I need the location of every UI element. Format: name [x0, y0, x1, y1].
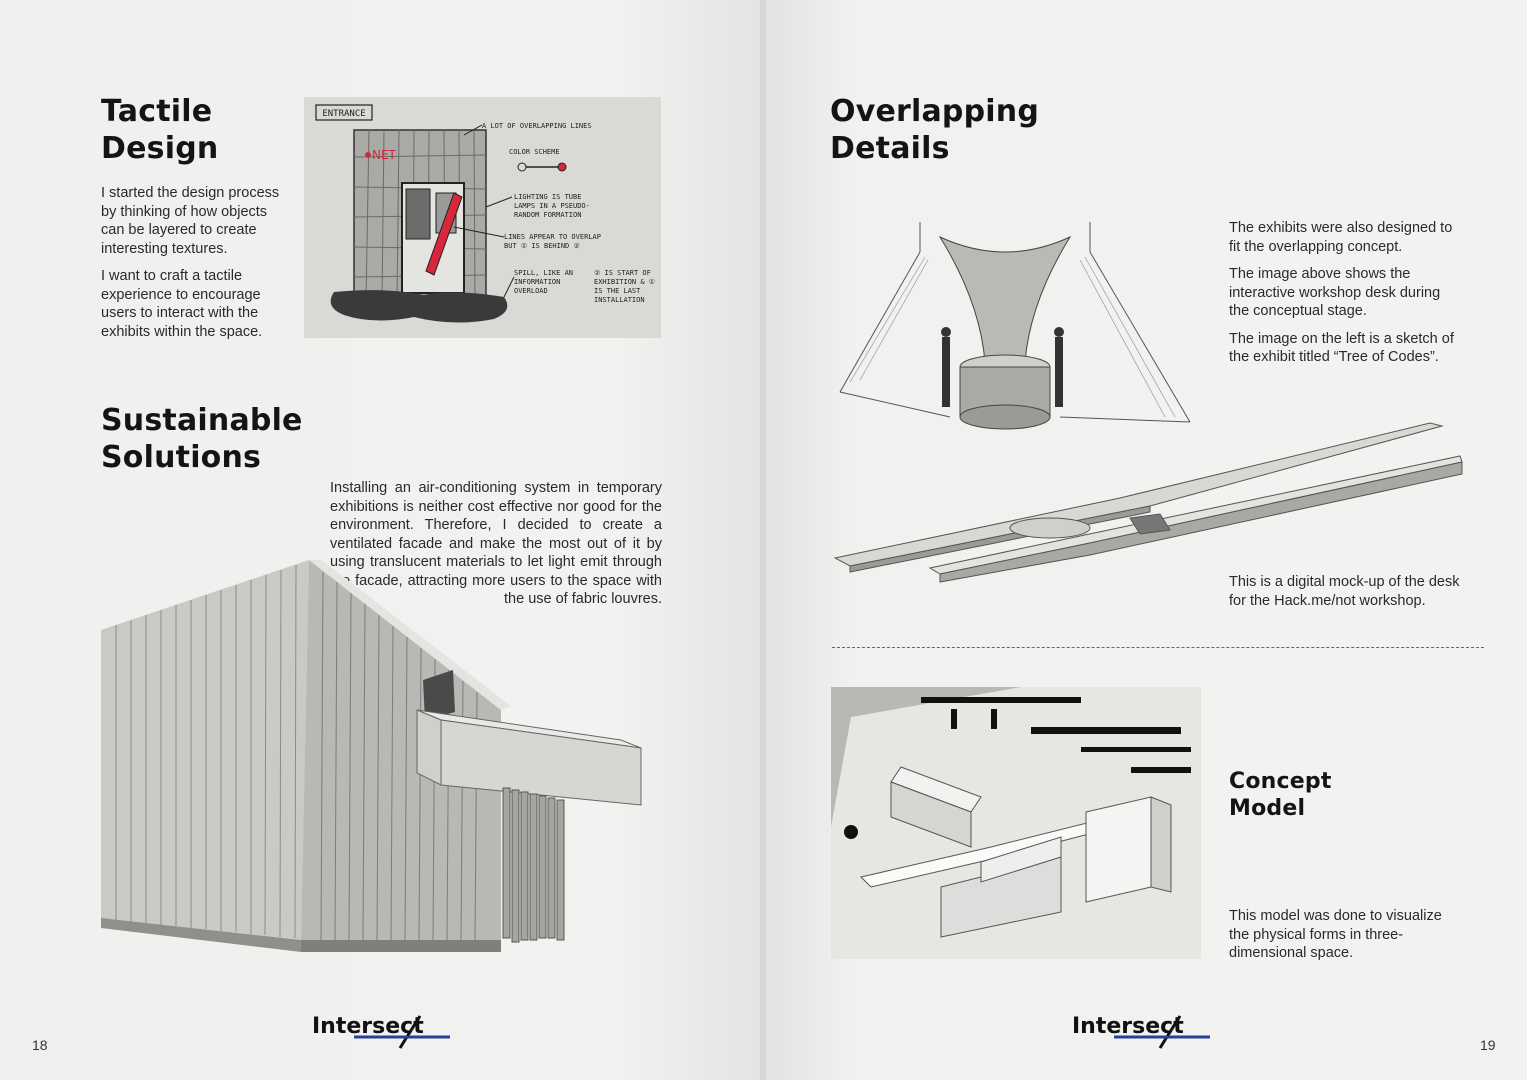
concept-para: This model was done to visualize the phy…	[1229, 908, 1442, 961]
heading-sustainable-solutions: Sustainable Solutions	[101, 403, 303, 475]
concept-model-photo	[831, 687, 1201, 959]
entrance-sketch-drawing: ENTRANCE NET A LOT OF OVERLAPPING LINES …	[304, 97, 661, 338]
heading-overlapping-details: Overlapping Details	[830, 94, 1039, 166]
section-divider	[832, 647, 1484, 648]
tree-of-codes-sketch	[830, 212, 1200, 438]
logo-text-right: Intersect	[1072, 1014, 1184, 1039]
logo-text-left: Intersect	[312, 1014, 424, 1039]
book-spine	[760, 0, 766, 1080]
logo-slash-mark-right	[1114, 1015, 1210, 1049]
sketch-label-net: NET	[372, 148, 397, 162]
page-number-right: 19	[1480, 1037, 1496, 1053]
heading-tactile-design: Tactile Design	[101, 94, 219, 166]
sustainable-text: Installing an air-conditioning system in…	[330, 479, 662, 618]
desk-mockup-drawing	[833, 422, 1463, 583]
facade-model-drawing	[101, 560, 642, 952]
sketch-label-color: COLOR SCHEME	[509, 148, 560, 156]
desk-mockup-image	[830, 418, 1470, 583]
sketch-label-spill: SPILL, LIKE AN INFORMATION OVERLOAD	[514, 269, 574, 295]
tactile-para-1: I started the design process by thinking…	[101, 185, 280, 257]
page-number-left: 18	[32, 1037, 48, 1053]
intersect-logo-right: Intersect	[1072, 1012, 1212, 1052]
intersect-logo-left: Intersect	[312, 1012, 452, 1052]
heading-concept-model: Concept Model	[1229, 769, 1332, 821]
entrance-sketch-image: ENTRANCE NET A LOT OF OVERLAPPING LINES …	[304, 97, 661, 338]
overlapping-para-3: The image on the left is a sketch of the…	[1229, 330, 1454, 366]
sketch-label-start: ② IS START OF EXHIBITION & ① IS THE LAST…	[594, 269, 656, 304]
desk-para: This is a digital mock-up of the desk fo…	[1229, 574, 1460, 609]
tactile-text: I started the design process by thinking…	[101, 184, 281, 350]
concept-text: This model was done to visualize the phy…	[1229, 907, 1459, 972]
concept-model-drawing	[831, 687, 1201, 959]
sketch-label-entrance: ENTRANCE	[322, 109, 365, 119]
overlapping-text: The exhibits were also designed to fit t…	[1229, 219, 1459, 376]
sustainable-para: Installing an air-conditioning system in…	[330, 480, 662, 607]
sketch-label-lighting: LIGHTING IS TUBE LAMPS IN A PSEUDO-RANDO…	[514, 193, 590, 219]
tree-sketch-drawing	[839, 222, 1191, 430]
tactile-para-2: I want to craft a tactile experience to …	[101, 268, 263, 340]
sketch-label-overlap: A LOT OF OVERLAPPING LINES	[482, 122, 592, 130]
overlapping-para-1: The exhibits were also designed to fit t…	[1229, 220, 1453, 255]
overlapping-para-2: The image above shows the interactive wo…	[1229, 266, 1441, 319]
sketch-label-lines: LINES APPEAR TO OVERLAP BUT ① IS BEHIND …	[504, 233, 601, 250]
desk-text: This is a digital mock-up of the desk fo…	[1229, 573, 1469, 619]
logo-slash-mark-left	[354, 1015, 450, 1049]
facade-model-image	[101, 560, 646, 960]
